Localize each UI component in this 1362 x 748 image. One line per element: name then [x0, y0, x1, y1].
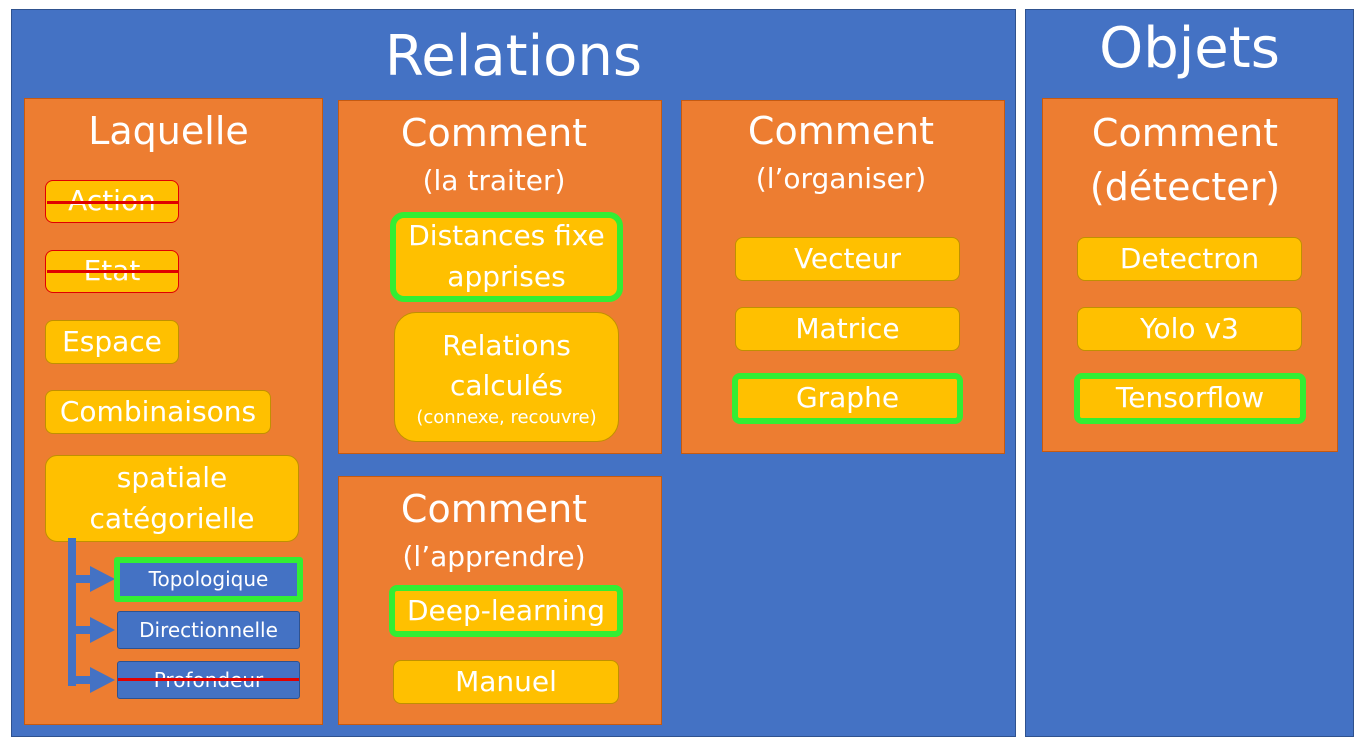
topologique-label: Topologique [148, 567, 269, 591]
matrice-item[interactable]: Matrice [735, 307, 960, 351]
calcules-line2: calculés [449, 369, 564, 403]
vecteur-label: Vecteur [793, 241, 902, 275]
espace-label: Espace [62, 324, 162, 358]
action-label: Action [68, 184, 156, 218]
traiter-subtitle: (la traiter) [422, 164, 566, 197]
detectron-label: Detectron [1119, 241, 1260, 275]
distances-fixe-item[interactable]: Distances fixe apprises [390, 212, 623, 302]
relations-calcules-item[interactable]: Relations calculés (connexe, recouvre) [394, 312, 619, 442]
detecter-subtitle: (détecter) [1089, 165, 1281, 209]
topologique-item[interactable]: Topologique [114, 557, 303, 602]
directionnelle-item[interactable]: Directionnelle [117, 611, 300, 649]
manuel-label: Manuel [455, 664, 557, 698]
directionnelle-label: Directionnelle [139, 617, 278, 642]
deep-learning-label: Deep-learning [406, 593, 606, 627]
graphe-item[interactable]: Graphe [732, 373, 963, 424]
apprendre-subtitle: (l’apprendre) [402, 540, 586, 573]
graphe-label: Graphe [795, 381, 900, 415]
spatiale-categorielle-item[interactable]: spatiale catégorielle [45, 455, 299, 542]
yolo-item[interactable]: Yolo v3 [1077, 307, 1302, 351]
etat-strike [47, 270, 178, 273]
manuel-item[interactable]: Manuel [393, 660, 619, 704]
combinaisons-item[interactable]: Combinaisons [45, 390, 271, 434]
detecter-title: Comment [1091, 111, 1279, 155]
espace-item[interactable]: Espace [45, 320, 179, 364]
deep-learning-item[interactable]: Deep-learning [389, 585, 623, 637]
tensorflow-item[interactable]: Tensorflow [1074, 373, 1306, 424]
apprendre-title: Comment [400, 487, 588, 531]
matrice-label: Matrice [795, 311, 900, 345]
tensorflow-label: Tensorflow [1115, 381, 1265, 415]
action-strike [47, 201, 178, 204]
calcules-line3: (connexe, recouvre) [416, 406, 597, 428]
spatiale-line1: spatiale [116, 460, 228, 494]
organiser-title: Comment [747, 109, 935, 153]
detectron-item[interactable]: Detectron [1077, 237, 1302, 281]
spatiale-line2: catégorielle [89, 501, 255, 535]
profondeur-strike [118, 678, 299, 681]
organiser-subtitle: (l’organiser) [755, 162, 927, 195]
calcules-line1: Relations [442, 328, 571, 362]
traiter-title: Comment [400, 111, 588, 155]
combinaisons-label: Combinaisons [59, 394, 257, 428]
yolo-label: Yolo v3 [1140, 311, 1239, 345]
laquelle-title: Laquelle [88, 109, 249, 153]
relations-title: Relations [384, 24, 643, 89]
distances-line1: Distances fixe [408, 219, 605, 253]
distances-line2: apprises [447, 260, 566, 293]
vecteur-item[interactable]: Vecteur [735, 237, 960, 281]
objets-title: Objets [1099, 16, 1280, 81]
